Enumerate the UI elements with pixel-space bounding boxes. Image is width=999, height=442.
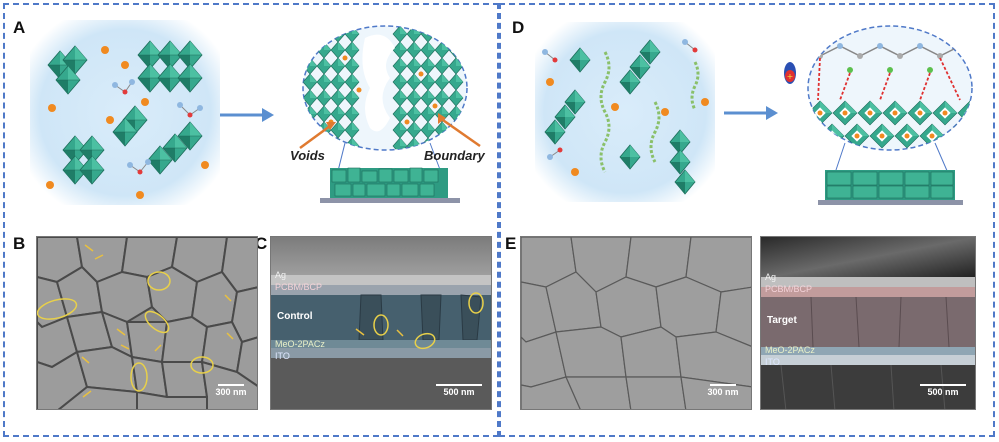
layer-label-ag: Ag <box>275 270 287 280</box>
scale-bar-c: 500 nm <box>431 384 487 397</box>
grain-block <box>818 170 963 205</box>
scale-bar-f: 500 nm <box>915 384 971 397</box>
panel-label-c: C <box>255 234 268 253</box>
panel-label-e: E <box>505 234 517 253</box>
layer-label-pcbm: PCBM/BCP <box>765 284 813 294</box>
additive-molecule-icon: + <box>784 62 796 84</box>
precursor-schematic-a <box>30 20 220 205</box>
grain-boundaries <box>521 237 751 409</box>
region-label-control: Control <box>277 311 313 322</box>
cross-section-target: Ag PCBM/BCP Target MeO-2PACz ITO 500 nm <box>760 236 976 410</box>
scale-bar-b: 300 nm <box>211 384 251 397</box>
hydrogen-bonds <box>817 57 961 101</box>
scale-bar-e: 300 nm <box>703 384 743 397</box>
layer-label-meo-2pacz: MeO-2PACz <box>765 345 815 355</box>
panel-label-a: A <box>13 18 26 37</box>
additive-chain <box>599 51 700 173</box>
layer-label-pcbm: PCBM/BCP <box>275 282 323 292</box>
boundary-label: Boundary <box>424 148 485 163</box>
perovskite-layer <box>761 297 975 347</box>
layer-label-ito: ITO <box>765 357 780 367</box>
precursor-schematic-d <box>535 22 715 202</box>
film-zoom-schematic-d <box>807 25 973 205</box>
cross-section-control: Ag PCBM/BCP Control MeO-2PACz ITO 500 nm <box>270 236 492 410</box>
panel-label-b: B <box>13 234 26 253</box>
film-zoom-schematic-a <box>299 25 481 203</box>
sem-image-target: 300 nm <box>520 236 752 410</box>
layer-label-ito: ITO <box>275 351 290 361</box>
grain-block <box>320 167 460 203</box>
void-region <box>362 34 395 132</box>
defect-arrows <box>81 244 234 398</box>
transform-arrow-a <box>220 108 274 122</box>
svg-text:+: + <box>787 72 794 81</box>
layer-label-ag: Ag <box>765 272 777 282</box>
left-frame <box>3 3 499 437</box>
layer-label-meo-2pacz: MeO-2PACz <box>275 339 325 349</box>
sem-image-control: 300 nm <box>36 236 258 410</box>
panel-label-d: D <box>512 18 525 37</box>
ion-particles <box>46 46 209 199</box>
voids-label: Voids <box>290 148 325 163</box>
region-label-target: Target <box>767 315 797 326</box>
defect-highlight <box>37 271 214 392</box>
right-frame <box>499 3 995 437</box>
transform-arrow-d <box>724 106 778 120</box>
